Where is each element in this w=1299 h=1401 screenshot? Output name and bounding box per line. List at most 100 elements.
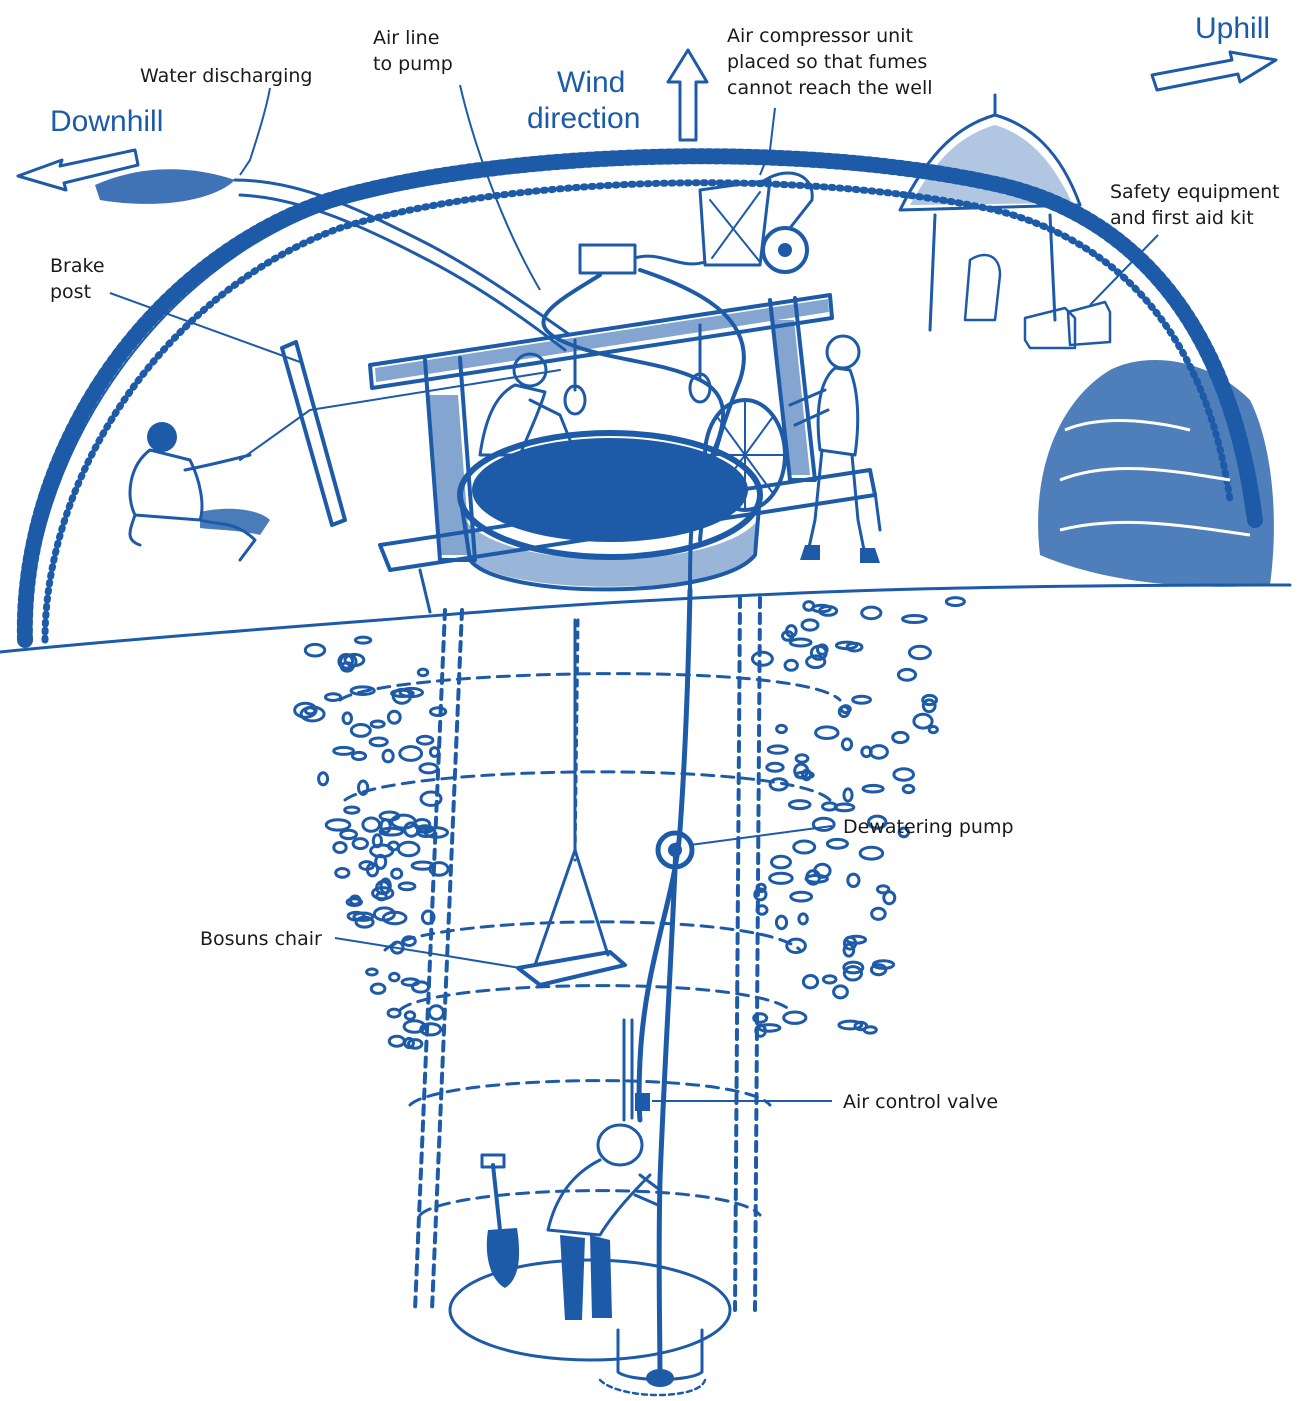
soil-pebble [790,639,811,646]
soil-pebble [914,714,932,728]
label-air-line-1: Air line [373,27,439,49]
soil-pebble [796,755,808,762]
soil-pebble [816,727,838,739]
soil-pebble [789,801,810,809]
soil-pebble [768,746,787,753]
soil-pebble [405,1012,414,1019]
soil-pebble [863,785,883,792]
soil-pebble [377,893,386,900]
label-safety-1: Safety equipment [1110,181,1280,203]
shovel-icon [482,1155,519,1288]
ground-surface-line [0,585,1290,652]
soil-pebble [759,1025,780,1032]
soil-pebble [409,1040,422,1049]
uphill-arrow-icon [1152,52,1276,90]
soil-pebble [860,847,883,859]
soil-pebble [929,727,937,733]
spoil-heap [1038,360,1274,587]
soil-pebble [417,736,433,744]
soil-pebble [388,711,400,723]
soil-pebble [894,769,914,781]
soil-pebble [371,721,384,727]
soil-pebble [420,764,438,773]
soil-pebble [341,830,357,838]
soil-pebble [909,646,930,658]
soil-pebble [864,1027,876,1033]
soil-pebble [355,637,370,643]
soil-pebble [352,752,365,759]
soil-pebble [770,873,793,883]
soil-pebble [326,694,341,701]
soil-pebble [787,939,806,952]
soil-pebble [791,892,812,901]
soil-pebble [794,841,815,853]
label-air-line-2: to pump [373,53,453,75]
soil-pebble [802,620,818,630]
soil-pebble [363,818,380,831]
soil-pebble [776,916,786,929]
soil-pebble [351,725,370,737]
soil-pebble [371,984,385,993]
soil-pebble [799,914,807,924]
soil-pebble [336,869,349,878]
wind-label-line2: direction [527,102,640,135]
soil-pebble [903,616,927,623]
soil-pebble [305,644,324,656]
soil-pebble [893,732,908,742]
soil-pebble [853,696,871,703]
soil-pebble [392,869,402,878]
soil-pebble [767,763,783,771]
label-compressor-3: cannot reach the well [727,77,933,99]
label-brake-2: post [50,281,91,303]
label-water-discharging: Water discharging [140,65,313,87]
soil-pebble [431,708,446,716]
soil-pebble [823,976,836,983]
first-aid-boxes [1025,302,1110,348]
soil-pebble [884,892,895,904]
soil-pebble [898,669,915,680]
soil-pebble [848,874,859,886]
soil-pebble [319,773,328,785]
soil-pebble [353,839,367,849]
soil-pebble [752,652,772,665]
soil-pebble [872,908,886,919]
label-air-control-valve: Air control valve [843,1091,998,1113]
soil-pebble [418,669,427,676]
winch-wheel [705,400,785,510]
well-bottom [450,1260,730,1395]
label-compressor-1: Air compressor unit [727,25,913,47]
soil-pebble [399,883,415,890]
label-dewatering-pump: Dewatering pump [843,816,1014,838]
soil-pebble [345,807,359,813]
soil-pebble [777,725,787,732]
air-compressor-unit [700,173,812,272]
soil-pebble [398,842,419,855]
soil-pebble [400,747,422,761]
soil-pebble [806,875,827,882]
label-brake-1: Brake [50,255,105,277]
soil-pebble [360,862,374,870]
soil-pebble [841,706,850,713]
downhill-label: Downhill [50,105,163,138]
worker-brake-post [130,422,270,560]
soil-pebble [370,738,387,746]
soil-pebble [429,1006,443,1020]
soil-pebble [827,839,847,848]
soil-pebble [903,785,914,792]
label-compressor-2: placed so that fumes [727,51,927,73]
soil-pebble [390,973,399,981]
soil-pebble [804,602,814,611]
soil-pebble [834,986,848,998]
soil-pebble [334,747,354,754]
soil-pebble [383,750,393,762]
soil-pebble [389,1036,404,1046]
soil-pebble [784,1012,806,1023]
soil-pebble [388,1009,400,1017]
soil-pebble [772,856,791,868]
soil-pebble [803,976,817,988]
soil-pebble [367,969,378,975]
air-control-valve [635,1093,650,1111]
label-bosuns-chair: Bosuns chair [200,928,322,950]
